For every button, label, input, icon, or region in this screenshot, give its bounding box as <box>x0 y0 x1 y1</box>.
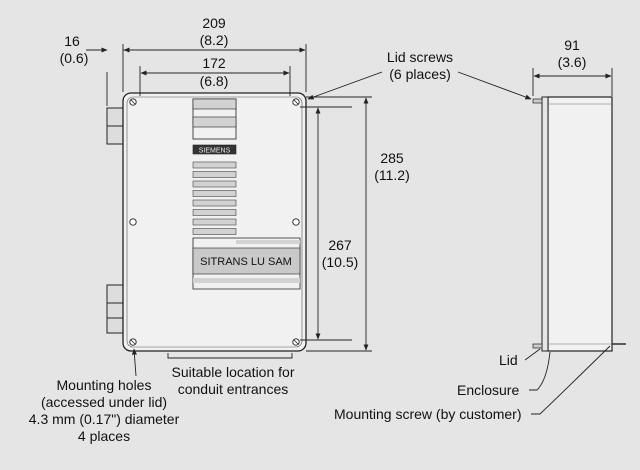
mounting-holes-label: Mounting holes <box>57 377 152 393</box>
cooling-fin <box>192 190 237 197</box>
cooling-fin <box>192 199 237 207</box>
dim-172: 172 <box>202 55 226 71</box>
conduit-sublabel: conduit entrances <box>178 381 289 397</box>
dim-91-inch: (3.6) <box>558 54 587 70</box>
enclosure-leader <box>529 351 551 391</box>
mounting-holes-line3: 4.3 mm (0.17") diameter <box>29 411 180 427</box>
mounting-screw-label: Mounting screw (by customer) <box>334 406 522 422</box>
mounting-holes-line4: 4 places <box>78 428 130 444</box>
dim-285-inch: (11.2) <box>374 167 410 183</box>
side-screw-top-icon <box>532 98 543 104</box>
side-enclosure <box>547 96 613 352</box>
dimension-lines <box>86 44 372 352</box>
dim-209: 209 <box>202 15 226 31</box>
lid-label: Lid <box>499 352 518 368</box>
lid-screws-label: Lid screws <box>387 49 453 65</box>
cooling-fin <box>192 218 237 226</box>
brand-plate <box>192 144 237 155</box>
dim-209-inch: (8.2) <box>200 32 229 48</box>
dim-91: 91 <box>564 37 580 53</box>
conduit-label: Suitable location for <box>172 364 295 380</box>
dim-16: 16 <box>64 33 80 49</box>
lid-screws-leader <box>307 71 383 100</box>
conduit-bracket <box>167 353 293 359</box>
cooling-fin <box>192 228 237 235</box>
side-lid <box>541 96 549 352</box>
dim-267-inch: (10.5) <box>322 254 359 270</box>
dim-172-inch: (6.8) <box>200 73 229 89</box>
dim-285: 285 <box>380 150 404 166</box>
mounting-holes-line2: (accessed under lid) <box>41 394 167 410</box>
mounting-holes-leader <box>131 348 137 377</box>
product-name: SITRANS LU SAM <box>200 256 292 268</box>
side-view <box>532 68 626 352</box>
brand-text: SIEMENS <box>199 148 231 155</box>
cooling-fin <box>192 209 237 216</box>
cooling-fin <box>192 180 237 188</box>
lid-leader <box>524 348 541 361</box>
lid-screws-sublabel: (6 places) <box>389 66 450 82</box>
front-view: SIEMENS SITRANS LU SAM <box>106 92 307 352</box>
cooling-fins <box>192 161 237 235</box>
side-screw-bottom-icon <box>532 343 543 349</box>
dim-16-inch: (0.6) <box>60 50 89 66</box>
lid-inner-edge <box>126 96 303 348</box>
dim-267: 267 <box>328 237 352 253</box>
mounting-screw-leader <box>531 345 611 415</box>
enclosure-label: Enclosure <box>457 382 519 398</box>
lid-screw-icon <box>129 218 137 226</box>
cooling-fin <box>192 161 237 169</box>
conduit-gland-bottom <box>106 284 124 334</box>
lid-screw-icon <box>292 218 300 226</box>
lid-screws-leader-side <box>457 71 532 100</box>
cooling-fin <box>192 171 237 178</box>
